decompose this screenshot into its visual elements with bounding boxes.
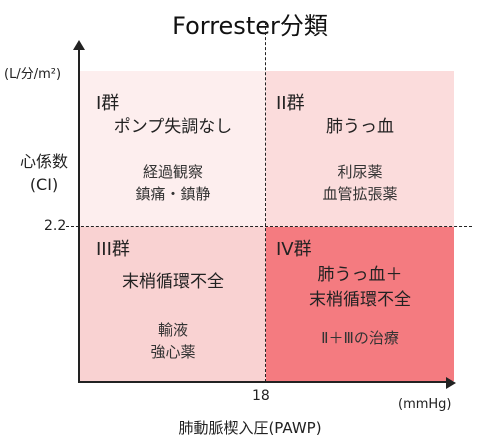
quadrant-1-name: I群 <box>96 93 120 114</box>
quadrant-1: I群 ポンプ失調なし 経過観察 鎮痛・鎮静 <box>80 71 266 227</box>
quadrant-4-state-line2: 末梢循環不全 <box>309 290 411 310</box>
y-axis-tick-label: 2.2 <box>44 218 67 234</box>
quadrant-3-treatment-line2: 強心薬 <box>150 343 196 361</box>
y-axis-label-line2: (CI) <box>29 175 59 194</box>
x-axis-label: 肺動脈楔入圧(PAWP) <box>178 419 322 437</box>
x-axis-tick-label: 18 <box>252 388 270 404</box>
quadrant-1-treatment: 経過観察 鎮痛・鎮静 <box>80 161 266 205</box>
quadrant-3-state: 末梢循環不全 <box>80 270 266 295</box>
quadrant-4: IV群 肺うっ血＋ 末梢循環不全 Ⅱ＋Ⅲの治療 <box>266 227 454 381</box>
quadrant-1-treatment-line2: 鎮痛・鎮静 <box>135 185 211 203</box>
quadrant-3-name: III群 <box>96 239 130 260</box>
quadrant-2: II群 肺うっ血 利尿薬 血管拡張薬 <box>266 71 454 227</box>
quadrant-3-state-line1: 末梢循環不全 <box>122 272 224 292</box>
y-axis-label: 心係数 (CI) <box>16 150 72 196</box>
quadrant-2-name: II群 <box>276 93 305 114</box>
quadrant-2-state: 肺うっ血 <box>266 115 454 140</box>
quadrant-1-state: ポンプ失調なし <box>80 115 266 140</box>
quadrant-1-state-line1: ポンプ失調なし <box>113 117 233 137</box>
quadrant-1-treatment-line1: 経過観察 <box>142 163 203 181</box>
quadrant-3: III群 末梢循環不全 輸液 強心薬 <box>80 227 266 381</box>
quadrant-2-treatment-line1: 利尿薬 <box>337 163 383 181</box>
quadrant-2-state-line1: 肺うっ血 <box>326 117 394 137</box>
pawp-threshold-line <box>265 22 266 382</box>
quadrant-2-treatment: 利尿薬 血管拡張薬 <box>266 161 454 205</box>
quadrant-4-state-line1: 肺うっ血＋ <box>317 265 403 285</box>
quadrant-2-treatment-line2: 血管拡張薬 <box>322 185 398 203</box>
y-axis-arrow-icon <box>73 40 85 50</box>
quadrant-4-name: IV群 <box>276 239 312 260</box>
quadrant-3-treatment-line1: 輸液 <box>157 321 188 339</box>
y-axis-line <box>78 48 80 382</box>
ci-threshold-line <box>66 226 472 227</box>
y-axis-unit: (L/分/m²) <box>4 67 62 82</box>
quadrant-4-treatment-line1: Ⅱ＋Ⅲの治療 <box>321 329 399 347</box>
y-axis-label-line1: 心係数 <box>19 152 68 171</box>
quadrant-4-treatment: Ⅱ＋Ⅲの治療 <box>266 327 454 349</box>
quadrant-3-treatment: 輸液 強心薬 <box>80 319 266 363</box>
diagram-title: Forrester分類 <box>172 12 328 40</box>
x-axis-line <box>78 381 448 383</box>
quadrant-4-state: 肺うっ血＋ 末梢循環不全 <box>266 263 454 313</box>
x-axis-arrow-icon <box>446 377 456 389</box>
x-axis-unit: (mmHg) <box>398 397 452 412</box>
